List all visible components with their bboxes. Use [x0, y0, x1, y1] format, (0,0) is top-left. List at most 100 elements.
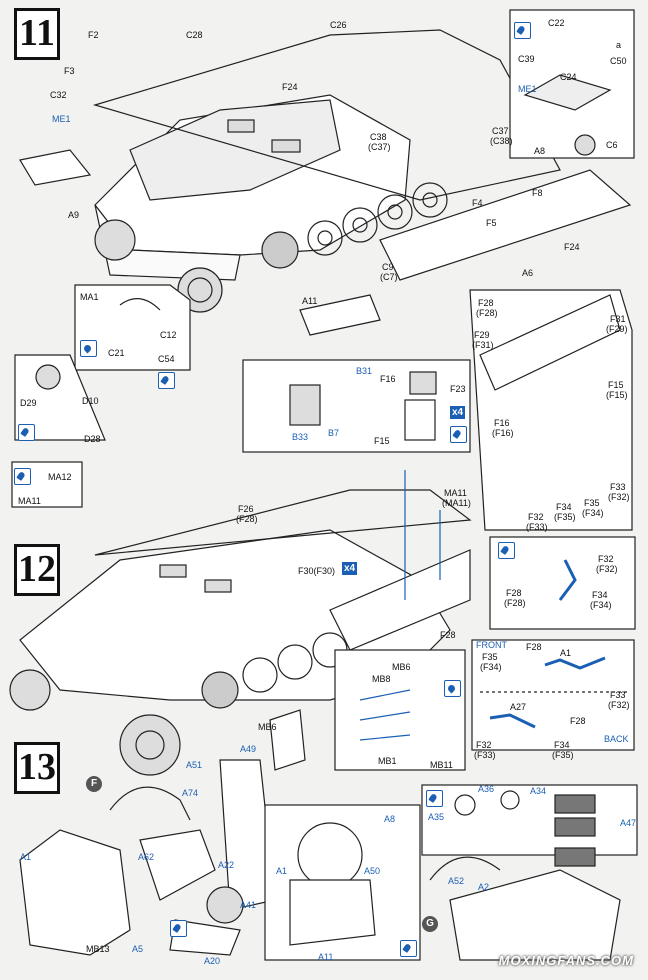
part-label: F28	[440, 630, 456, 640]
glue-icon	[498, 542, 515, 559]
quantity-badge: x4	[450, 406, 466, 419]
part-label: C6	[606, 140, 618, 150]
part-label: a	[616, 40, 622, 50]
part-label: F28	[526, 642, 542, 652]
part-label: C9	[382, 262, 394, 272]
part-label: A11	[318, 952, 334, 962]
part-label: C22	[548, 18, 565, 28]
part-label: F15	[374, 436, 390, 446]
sub-step-badge: G	[422, 916, 438, 932]
part-label: (F31)	[472, 340, 494, 350]
glue-icon	[170, 920, 187, 937]
part-label: A1	[560, 648, 572, 658]
sub-step-badge: F	[86, 776, 102, 792]
part-label: (F34)	[582, 508, 604, 518]
step-number-13: 13	[14, 742, 60, 794]
part-label: MA12	[48, 472, 72, 482]
part-label: MA1	[80, 292, 99, 302]
part-label: ME1	[52, 114, 71, 124]
part-label: (F15)	[606, 390, 628, 400]
part-label: (F28)	[476, 308, 498, 318]
part-label: A62	[138, 852, 155, 862]
quantity-badge: x4	[342, 562, 358, 575]
part-label: A11	[302, 296, 318, 306]
part-label: A20	[204, 956, 221, 966]
part-label: MB6	[392, 662, 411, 672]
part-label: (F32)	[596, 564, 618, 574]
part-label: MB11	[430, 760, 453, 770]
part-label: A34	[530, 786, 547, 796]
part-label: F28	[570, 716, 586, 726]
part-label: F5	[486, 218, 497, 228]
part-label: F2	[88, 30, 99, 40]
part-label: A2	[478, 882, 490, 892]
part-label: A22	[218, 860, 235, 870]
part-label: D29	[20, 398, 37, 408]
part-label: F16	[380, 374, 396, 384]
inset-mb	[334, 649, 466, 771]
part-label: F28	[478, 298, 494, 308]
part-label: F24	[282, 82, 298, 92]
part-label: BACK	[604, 734, 629, 744]
hull-step11	[19, 29, 632, 336]
part-label: F8	[532, 188, 543, 198]
part-label: C21	[108, 348, 125, 358]
part-label: A74	[182, 788, 199, 798]
inset-front-back	[471, 639, 635, 751]
part-label: A1	[20, 852, 32, 862]
part-label: A51	[186, 760, 203, 770]
part-label: (MA11)	[442, 498, 471, 508]
parts-step13	[19, 759, 276, 956]
part-label: C28	[186, 30, 203, 40]
part-label: F35	[584, 498, 600, 508]
part-label: F32	[528, 512, 544, 522]
part-label: (F32)	[608, 492, 630, 502]
part-label: F28	[506, 588, 522, 598]
part-label: F34	[592, 590, 608, 600]
part-label: MB13	[86, 944, 110, 954]
part-label: C37	[492, 126, 509, 136]
part-label: B33	[292, 432, 309, 442]
part-label: A9	[68, 210, 80, 220]
part-label: A41	[240, 900, 257, 910]
step-number-12: 12	[14, 544, 60, 596]
part-label: A52	[448, 876, 465, 886]
glue-icon	[14, 468, 31, 485]
part-label: C26	[330, 20, 347, 30]
part-label: C50	[610, 56, 627, 66]
part-label: A8	[534, 146, 546, 156]
cement-icon	[80, 340, 97, 357]
part-label: A6	[522, 268, 534, 278]
part-label: A35	[428, 812, 445, 822]
part-label: MB6	[258, 722, 277, 732]
part-label: MB8	[372, 674, 391, 684]
inset-ma1	[74, 284, 191, 371]
part-label: (F28)	[236, 514, 258, 524]
part-label: (C7)	[380, 272, 398, 282]
part-label: A5	[132, 944, 144, 954]
part-label: F33	[610, 690, 626, 700]
part-label: C54	[158, 354, 175, 364]
glue-icon	[514, 22, 531, 39]
part-label: MA11	[444, 488, 467, 498]
part-label: FRONT	[476, 640, 507, 650]
part-label: F32	[598, 554, 614, 564]
part-label: (F34)	[480, 662, 502, 672]
part-label: C24	[560, 72, 577, 82]
part-label: F31	[610, 314, 626, 324]
part-label: A50	[364, 866, 381, 876]
part-label: F34	[556, 502, 572, 512]
part-label: F4	[472, 198, 483, 208]
part-label: MB1	[378, 756, 397, 766]
part-label: (F29)	[606, 324, 628, 334]
part-label: (C38)	[490, 136, 513, 146]
part-label: F24	[564, 242, 580, 252]
blue-guide-lines	[359, 470, 606, 741]
part-label: (F34)	[590, 600, 612, 610]
part-label: C39	[518, 54, 535, 64]
step-number-11: 11	[14, 8, 60, 60]
part-label: C32	[50, 90, 67, 100]
part-label: C12	[160, 330, 177, 340]
part-label: F26	[238, 504, 254, 514]
